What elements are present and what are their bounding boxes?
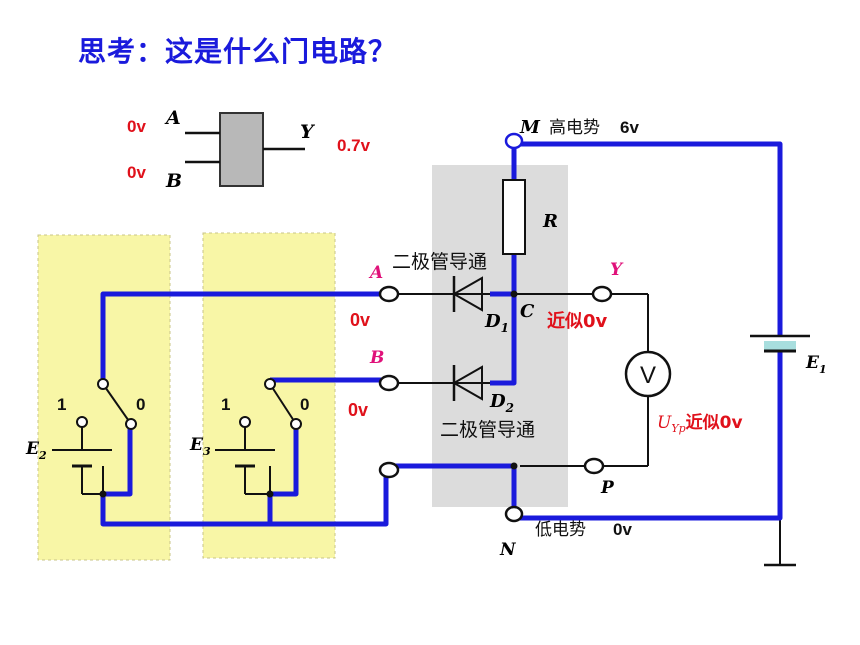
node-p-label: P bbox=[600, 478, 615, 498]
terminal-n bbox=[504, 505, 524, 523]
low-potential-value: 0v bbox=[613, 520, 632, 539]
switch-e2-zero: 0 bbox=[136, 395, 145, 414]
diode1-label: D1 bbox=[484, 311, 509, 335]
battery-e1-label: E1 bbox=[805, 353, 827, 376]
battery-e3-label: E3 bbox=[189, 435, 211, 458]
gate-input-b-voltage: 0v bbox=[127, 163, 146, 182]
resistor-label: R bbox=[542, 211, 558, 232]
terminals bbox=[378, 132, 613, 523]
terminal-a-label: A bbox=[368, 263, 383, 283]
diode2-label: D2 bbox=[489, 391, 514, 415]
battery-e2-label: E2 bbox=[25, 439, 47, 462]
terminal-a bbox=[378, 285, 400, 303]
uyp-label: UYp近似0v bbox=[657, 412, 743, 435]
b-voltage-label: 0v bbox=[348, 400, 368, 420]
resistor-r bbox=[502, 179, 526, 255]
terminal-y bbox=[591, 285, 613, 303]
terminal-b bbox=[378, 374, 400, 392]
terminal-ground-left bbox=[378, 461, 400, 479]
diode2-state-label: 二极管导通 bbox=[440, 419, 535, 441]
battery-e3 bbox=[215, 449, 275, 495]
switch-e3-one: 1 bbox=[221, 395, 230, 414]
terminal-p bbox=[583, 457, 605, 475]
low-potential-text: 低电势 bbox=[535, 520, 586, 540]
high-potential-text: 高电势 bbox=[549, 118, 600, 138]
switch-e2-one: 1 bbox=[57, 395, 66, 414]
diode1-state-label: 二极管导通 bbox=[392, 251, 487, 273]
gate-panel bbox=[432, 165, 568, 507]
node-m-label: M bbox=[519, 117, 541, 138]
gate-input-a-label: A bbox=[164, 107, 181, 129]
y-voltage-label: 近似0v bbox=[547, 310, 608, 332]
gate-input-a-voltage: 0v bbox=[127, 117, 146, 136]
voltmeter: V bbox=[624, 350, 672, 398]
high-potential-value: 6v bbox=[620, 118, 639, 137]
node-c-label: C bbox=[520, 301, 535, 322]
node-n-label: N bbox=[499, 540, 517, 560]
gate-output-voltage: 0.7v bbox=[337, 136, 371, 155]
switch-contacts bbox=[76, 378, 302, 430]
voltmeter-label: V bbox=[640, 362, 656, 389]
terminal-b-label: B bbox=[369, 348, 384, 368]
thin-wires bbox=[81, 293, 796, 567]
gate-input-b-label: B bbox=[165, 170, 182, 192]
switch-e3-zero: 0 bbox=[300, 395, 309, 414]
terminal-y-label: Y bbox=[610, 260, 624, 280]
terminal-m bbox=[504, 132, 524, 150]
page-title: 思考：这是什么门电路？ bbox=[78, 35, 398, 68]
logic-gate-symbol bbox=[185, 112, 305, 187]
battery-e2 bbox=[52, 449, 112, 495]
gate-output-label: Y bbox=[300, 121, 316, 143]
diode-d1 bbox=[450, 276, 490, 312]
diode-d2 bbox=[450, 365, 490, 401]
a-voltage-label: 0v bbox=[350, 310, 370, 330]
battery-e1 bbox=[750, 334, 810, 353]
